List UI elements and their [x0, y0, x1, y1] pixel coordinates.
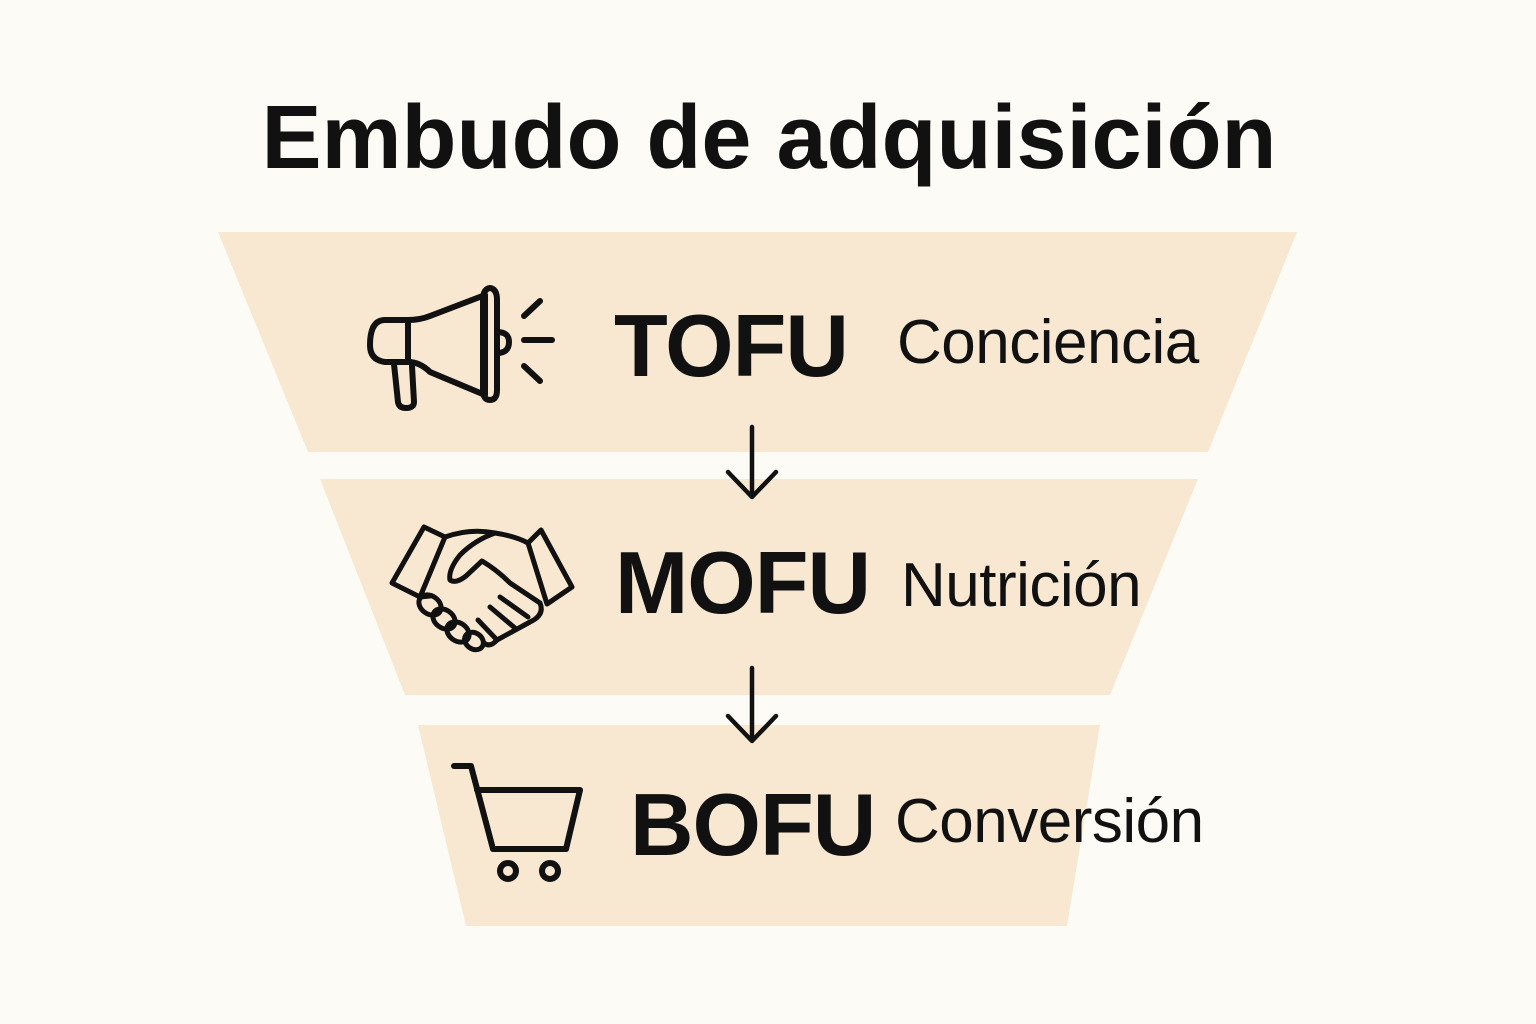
diagram-title: Embudo de adquisición	[261, 88, 1277, 188]
funnel-band-bofu	[418, 725, 1100, 926]
stage-label-conciencia: Conciencia	[897, 308, 1199, 377]
shopping-cart-icon	[451, 763, 583, 882]
stage-label-nutricion: Nutrición	[901, 551, 1142, 620]
stage-code-tofu: TOFU	[614, 296, 849, 395]
megaphone-icon	[367, 285, 555, 411]
stage-label-conversion: Conversión	[895, 787, 1204, 856]
stage-code-bofu: BOFU	[630, 775, 876, 874]
handshake-icon	[389, 524, 575, 653]
arrow-down-icon	[725, 424, 779, 500]
stage-code-mofu: MOFU	[615, 533, 871, 632]
arrow-down-icon	[725, 665, 779, 744]
